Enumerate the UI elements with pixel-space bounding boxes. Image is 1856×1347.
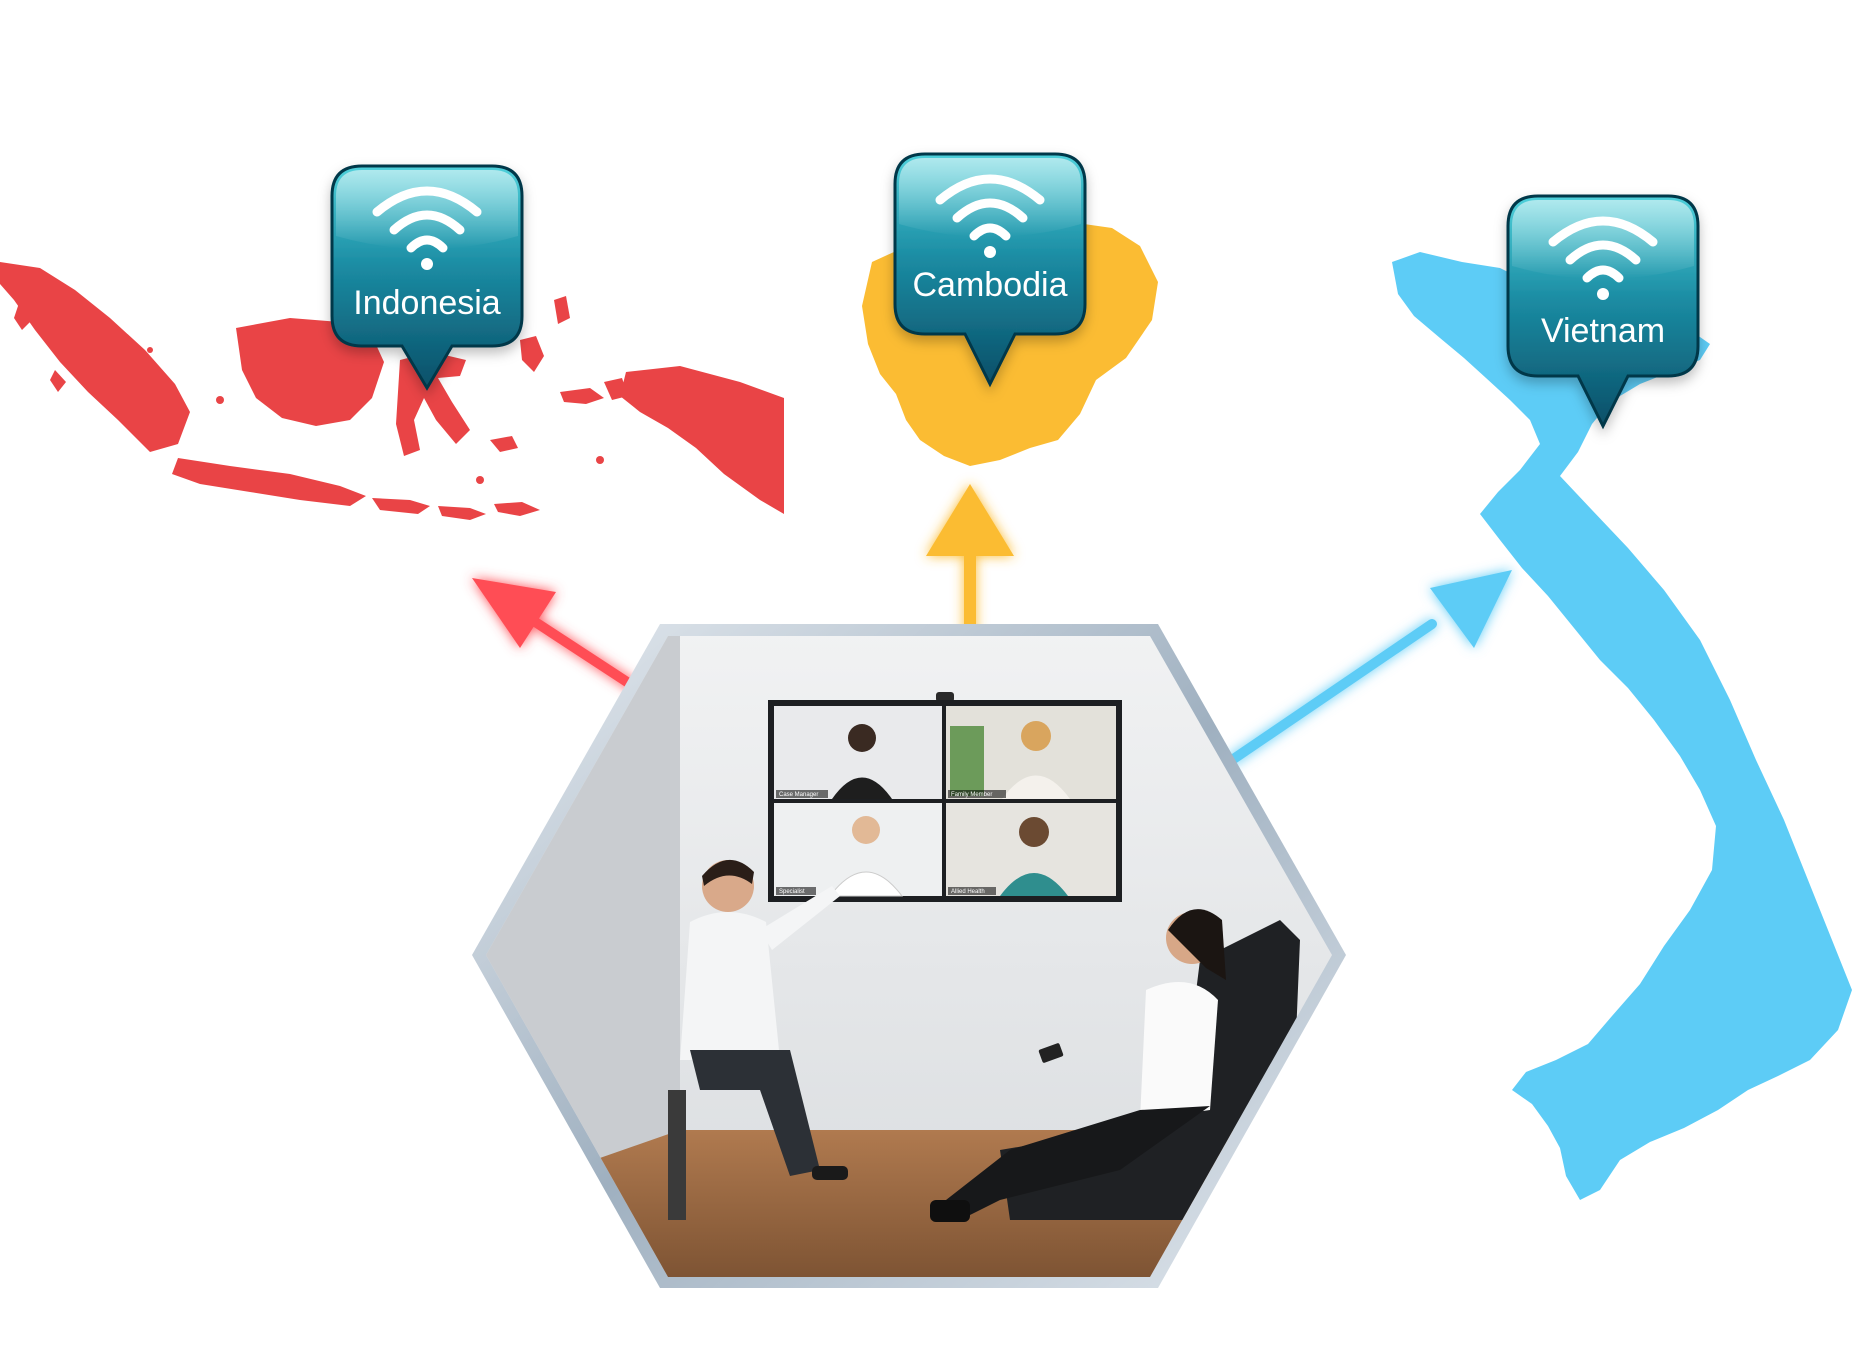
cambodia-label: Cambodia: [913, 266, 1068, 304]
wifi-icon: [1548, 216, 1658, 300]
vietnam-label: Vietnam: [1541, 312, 1665, 350]
indonesia-pin[interactable]: Indonesia: [330, 164, 524, 391]
tile-specialist: Specialist: [774, 803, 942, 897]
wifi-icon: [935, 174, 1045, 258]
tile-label: Specialist: [779, 889, 805, 895]
tile-allied-health: Allied Health: [946, 803, 1116, 896]
vietnam-map: [1392, 252, 1852, 1200]
cambodia-pin[interactable]: Cambodia: [893, 152, 1087, 388]
vietnam-pin[interactable]: Vietnam: [1506, 194, 1700, 430]
arrow-to-vietnam: [1227, 570, 1512, 765]
tile-family-member: Family Member: [946, 706, 1116, 799]
webcam-icon: [936, 692, 954, 702]
indonesia-label: Indonesia: [353, 284, 501, 322]
telehealth-hub: Case Manager Family Member: [472, 624, 1346, 1288]
doctor-figure: [668, 859, 848, 1220]
tile-label: Family Member: [951, 792, 992, 798]
tile-label: Allied Health: [951, 889, 985, 895]
tile-case-manager: Case Manager: [774, 706, 942, 799]
tile-label: Case Manager: [779, 792, 818, 798]
wifi-icon: [372, 186, 482, 270]
video-call-screen: Case Manager Family Member: [768, 700, 1122, 902]
arrow-to-cambodia: [926, 484, 1014, 642]
